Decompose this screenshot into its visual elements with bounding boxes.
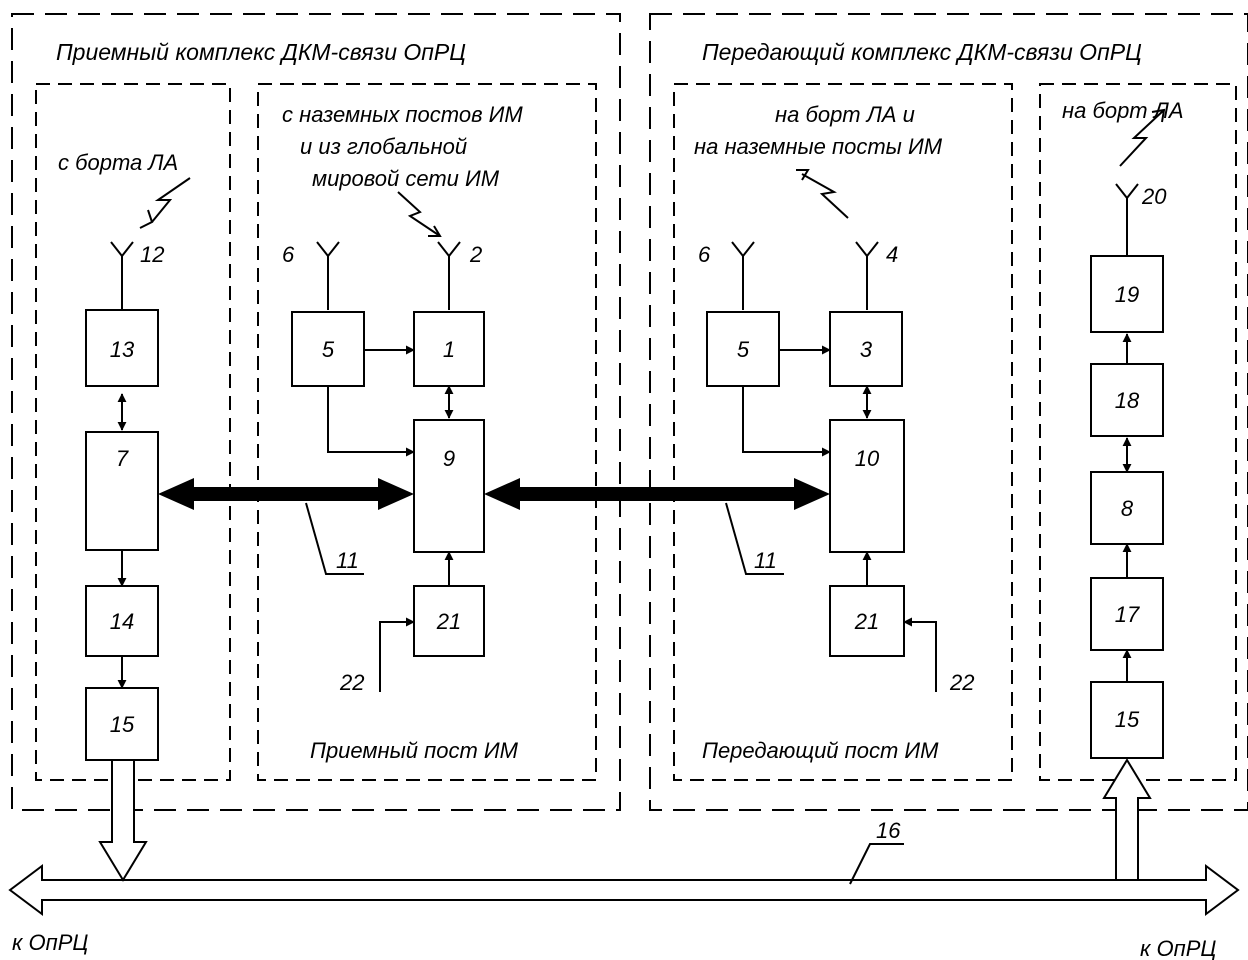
block-14-label: 14 (110, 609, 134, 634)
dst-line1: на борт ЛА и (775, 102, 915, 127)
line-ref-11: 11 (754, 548, 777, 573)
link-5-10 (742, 386, 831, 457)
rx-post-frame (257, 83, 597, 781)
bus-right-label: к ОпРЦ (1140, 936, 1216, 960)
antenna-ref-4: 4 (886, 242, 898, 267)
block-18 (1090, 363, 1164, 437)
radio-wave-icon (1119, 108, 1166, 167)
bus-16 (8, 864, 1240, 916)
radio-wave-icon (397, 191, 442, 237)
block-21 (413, 585, 485, 657)
block-17 (1090, 577, 1164, 651)
antenna-icon (437, 241, 461, 310)
block-5 (291, 311, 365, 387)
src-board-label: с борта ЛА (58, 150, 178, 175)
bus-left-label: к ОпРЦ (12, 930, 88, 955)
antenna-ref-2: 2 (469, 242, 482, 267)
block-10 (829, 419, 905, 553)
leader-11 (305, 502, 364, 575)
block-5-label: 5 (737, 337, 750, 362)
tx-post-frame (673, 83, 1013, 781)
rx-antenna-frame (35, 83, 231, 781)
rx-complex-frame (11, 13, 621, 811)
radio-wave-icon (139, 177, 191, 229)
block-7 (85, 431, 159, 551)
block-18-label: 18 (1115, 388, 1140, 413)
block-5-label: 5 (322, 337, 335, 362)
data-line-11-right (484, 478, 830, 510)
input-22-line (379, 617, 415, 692)
link-5-9 (327, 386, 415, 457)
dst-line2: на наземные посты ИМ (694, 134, 943, 159)
input-ref-22: 22 (949, 670, 974, 695)
block-21-label: 21 (854, 609, 879, 634)
tx-complex-frame (649, 13, 1248, 811)
block-13 (85, 309, 159, 387)
block-15 (1090, 681, 1164, 759)
line-ref-11: 11 (336, 548, 359, 573)
antenna-ref-12: 12 (140, 242, 164, 267)
src-ground-line1: с наземных постов ИМ (282, 102, 523, 127)
input-ref-22: 22 (339, 670, 364, 695)
block-19 (1090, 255, 1164, 333)
block-7-label: 7 (116, 446, 129, 471)
hollow-arrow-to-bus (98, 759, 148, 882)
dst-board-label: на борт ЛА (1062, 98, 1184, 123)
leader-11 (725, 502, 784, 575)
antenna-icon (731, 241, 755, 310)
block-9-label: 9 (443, 446, 455, 471)
antenna-icon (316, 241, 340, 310)
block-15-label: 15 (110, 712, 135, 737)
src-ground-line3: мировой сети ИМ (312, 166, 500, 191)
block-21 (829, 585, 905, 657)
block-15 (85, 687, 159, 761)
block-8 (1090, 471, 1164, 545)
block-3-label: 3 (860, 337, 873, 362)
block-9 (413, 419, 485, 553)
antenna-icon (1115, 183, 1139, 256)
block-1-label: 1 (443, 337, 455, 362)
tx-post-title: Передающий пост ИМ (702, 738, 939, 763)
antenna-ref-6: 6 (282, 242, 295, 267)
block-8-label: 8 (1121, 496, 1134, 521)
tx-complex-title: Передающий комплекс ДКМ-связи ОпРЦ (702, 39, 1142, 65)
block-19-label: 19 (1115, 282, 1139, 307)
antenna-icon (855, 241, 879, 310)
block-21-label: 21 (436, 609, 461, 634)
data-line-11-left (158, 478, 414, 510)
block-15-label: 15 (1115, 707, 1140, 732)
leader-16 (849, 843, 904, 885)
radio-wave-icon (796, 169, 849, 219)
hollow-arrow-from-bus (1102, 758, 1152, 881)
src-ground-line2: и из глобальной (300, 134, 467, 159)
block-10-label: 10 (855, 446, 880, 471)
antenna-icon (110, 241, 134, 310)
antenna-ref-20: 20 (1141, 184, 1167, 209)
input-22-line (903, 617, 937, 692)
bus-ref-16: 16 (876, 818, 901, 843)
block-13-label: 13 (110, 337, 135, 362)
antenna-ref-6: 6 (698, 242, 711, 267)
block-3 (829, 311, 903, 387)
block-17-label: 17 (1115, 602, 1140, 627)
rx-complex-title: Приемный комплекс ДКМ-связи ОпРЦ (56, 39, 466, 65)
block-5 (706, 311, 780, 387)
rx-post-title: Приемный пост ИМ (310, 738, 519, 763)
block-1 (413, 311, 485, 387)
block-14 (85, 585, 159, 657)
